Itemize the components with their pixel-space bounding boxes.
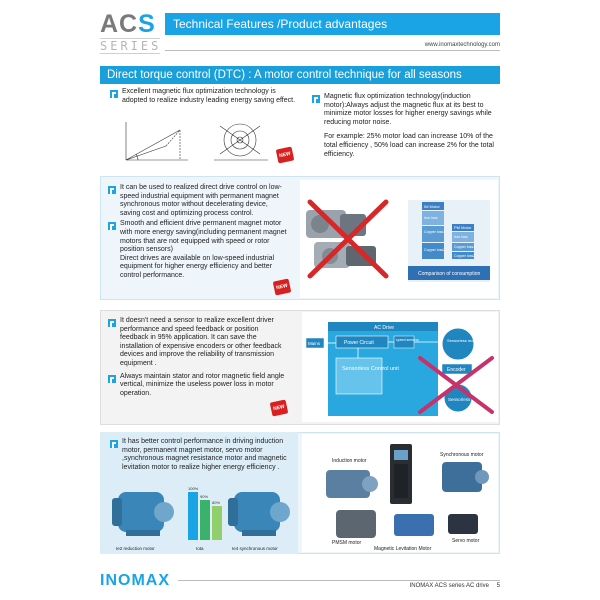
bullet-icon xyxy=(110,440,118,448)
footer-title: INOMAX ACS series AC drive xyxy=(409,583,489,589)
servo-motor-label: Servo motor xyxy=(452,538,480,544)
bullet-icon xyxy=(108,374,116,383)
mains-label: Mains xyxy=(308,341,321,346)
vector-diagram-left xyxy=(125,122,188,161)
bar-label-left: 100% xyxy=(188,486,199,491)
im-motor-label: IM Motor xyxy=(424,204,440,209)
sensorless-bottom-label: Sensorless xyxy=(448,397,471,402)
block4-text-box: It has better control performance in dri… xyxy=(110,438,292,472)
maglev-motor-label: Magnetic Levitation Motor xyxy=(374,546,432,552)
block3-text-2: Always maintain stator and rotor magneti… xyxy=(120,372,285,397)
motor-cross-section xyxy=(214,123,268,161)
block1-right-text-1: Magnetic flux optimization technology(in… xyxy=(324,93,492,126)
bullet-icon xyxy=(108,319,116,327)
header-divider xyxy=(165,50,500,51)
bar-label-right: 90% xyxy=(200,494,208,499)
synchronous-motor-label: Synchronous motor xyxy=(440,452,484,458)
page-title: Technical Features /Product advantages xyxy=(173,17,388,31)
block1-left-text: Excellent magnetic flux optimization tec… xyxy=(122,88,296,104)
comparison-caption: Comparison of consumption xyxy=(418,271,480,277)
brand-accent: S xyxy=(138,10,156,38)
block3-text-1: It doesn't need a sensor to realize exce… xyxy=(120,317,282,367)
induction-motor-label: Induction motor xyxy=(332,458,367,464)
block2-left: It can be used to realized direct drive … xyxy=(108,184,288,281)
copper-loss2-label: Copper loss2 xyxy=(424,248,445,252)
bar-label-mid: 80% xyxy=(212,500,220,505)
speed-sensing-label: speed sensing xyxy=(396,338,419,342)
pm-motor-label: PM Motor xyxy=(454,225,472,230)
block2-text-1: It can be used to realized direct drive … xyxy=(120,184,282,217)
sensorless-control-diagram: AC Drive Mains Power Circuit speed sensi… xyxy=(305,322,494,416)
iron-loss-label: Iron loss xyxy=(424,216,438,220)
website-url[interactable]: www.inomaxtechnology.com xyxy=(424,42,500,48)
ie4-caption: Ie4 synchronous motor xyxy=(232,546,278,551)
ac-drive-label: AC Drive xyxy=(374,325,394,331)
iota-caption: Iota xyxy=(196,546,204,551)
bullet-icon xyxy=(312,95,320,103)
block2-text-2: Smooth and efficient drive permanent mag… xyxy=(120,220,287,279)
cross-out-icon xyxy=(307,199,389,279)
block3-left: It doesn't need a sensor to realize exce… xyxy=(108,317,288,398)
ie2-motor-image xyxy=(112,492,174,536)
ie2-caption: Ie2 reduction motor xyxy=(116,546,155,551)
block1-right-text-2: For example: 25% motor load can increase… xyxy=(324,133,494,158)
power-circuit-label: Power Circuit xyxy=(344,340,374,346)
sensorless-control-label: Sensorless Control unit xyxy=(342,366,399,372)
efficiency-motor-comparison: 100% 90% 80% Ie2 reduction motor Iota Ie… xyxy=(112,486,290,551)
block3-illustration: AC Drive Mains Power Circuit speed sensi… xyxy=(302,312,498,422)
footer-text: INOMAX ACS series AC drive 5 xyxy=(410,583,500,589)
brand-sub: SERIES xyxy=(100,38,162,54)
brand-main: AC xyxy=(100,10,139,38)
section-title: Direct torque control (DTC) : A motor co… xyxy=(100,66,500,84)
gearbox-vs-direct-chart: IM Motor Iron loss Copper loss1 Copper l… xyxy=(306,199,490,282)
bullet-icon xyxy=(108,186,116,194)
ie4-motor-image xyxy=(228,492,290,536)
copper-loss1-label: Copper loss1 xyxy=(424,230,445,234)
footer-logo: INOMAX xyxy=(100,572,170,589)
pm-copper-loss1-label: Copper loss1 xyxy=(454,245,475,249)
block4-text: It has better control performance in dri… xyxy=(122,438,287,471)
page-number: 5 xyxy=(496,583,500,589)
consumption-chart: IM Motor Iron loss Copper loss1 Copper l… xyxy=(408,200,490,282)
block2-illustration: IM Motor Iron loss Copper loss1 Copper l… xyxy=(300,180,498,298)
block1-left: Excellent magnetic flux optimization tec… xyxy=(100,88,300,168)
header-bar: Technical Features /Product advantages xyxy=(165,13,500,35)
pmsm-motor-label: PMSM motor xyxy=(332,540,362,546)
bullet-icon xyxy=(108,222,116,231)
encoder-label: Encoder xyxy=(447,367,466,373)
block1-right: Magnetic flux optimization technology(in… xyxy=(312,93,500,159)
footer-divider xyxy=(178,580,500,581)
cross-out-icon xyxy=(418,356,494,414)
flux-vector-diagrams xyxy=(125,122,268,161)
brand-logo: ACS SERIES xyxy=(100,12,160,54)
block4-illustration: Induction motor Synchronous motor Servo … xyxy=(302,434,498,552)
pm-iron-loss-label: Iron loss xyxy=(454,235,468,239)
motor-types-image: Induction motor Synchronous motor Servo … xyxy=(326,444,489,552)
efficiency-bars: 100% 90% 80% xyxy=(188,486,222,540)
bullet-icon xyxy=(110,90,118,98)
sensorless-motor-label: Sensorless motor xyxy=(447,338,479,343)
pm-copper-loss2-label: Copper loss2 xyxy=(454,254,475,258)
